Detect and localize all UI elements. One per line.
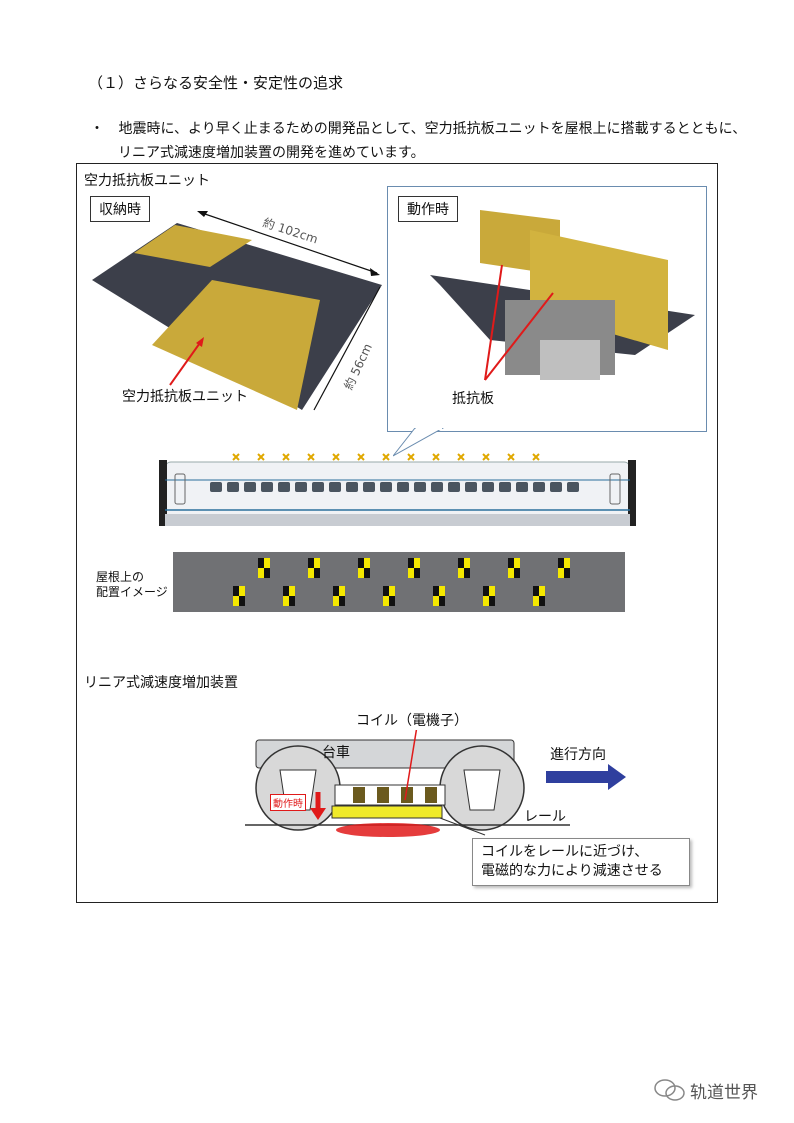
- stowed-plate-bottom: [152, 280, 320, 410]
- unit-pointer-arrow-head: [196, 337, 204, 347]
- unit-pointer-arrow: [169, 339, 203, 386]
- train-skirt: [165, 514, 630, 526]
- active-unit-illustration: [430, 210, 695, 381]
- roof-layout-label-line2: 配置イメージ: [96, 585, 168, 599]
- direction-arrow-icon: [546, 764, 626, 790]
- plate-pointer-arrow-2: [484, 292, 554, 381]
- active-down-arrow-head: [310, 808, 326, 820]
- section-heading: （１）さらなる安全性・安定性の追求: [88, 74, 344, 92]
- roof-layout-image: [173, 552, 625, 612]
- train-end-right: [628, 460, 636, 526]
- train-side-view: [159, 453, 636, 526]
- width-dimension-line: [313, 286, 381, 411]
- coil-label: コイル（電機子）: [356, 713, 468, 729]
- bullet-mark: ・: [90, 121, 104, 137]
- active-tag: 動作時: [270, 794, 306, 811]
- train-door-left: [174, 473, 186, 505]
- linear-decel-title: リニア式減速度増加装置: [84, 675, 238, 691]
- callout-tail: [393, 428, 445, 457]
- direction-label: 進行方向: [550, 747, 606, 763]
- note-line2: 電磁的な力により減速させる: [481, 863, 663, 879]
- coil-windings: [353, 787, 437, 803]
- bogie-label: 台車: [322, 745, 350, 761]
- train-windows: [210, 482, 579, 492]
- bullet-line1-text: 地震時に、より早く止まるための開発品として、空力抵抗板ユニットを屋根上に搭載する…: [118, 121, 747, 137]
- roof-plate-markers: [232, 453, 540, 461]
- braking-glow: [336, 823, 440, 837]
- linear-coil-plate: [331, 805, 443, 819]
- wechat-icon: [654, 1079, 685, 1101]
- note-pointer-line: [439, 817, 486, 836]
- note-line1: コイルをレールに近づけ、: [481, 844, 649, 860]
- aero-plate-title: 空力抵抗板ユニット: [84, 173, 210, 189]
- active-label: 動作時: [398, 196, 458, 222]
- rail-label: レール: [524, 809, 566, 825]
- figure-frame: [76, 163, 718, 903]
- active-mechanism-detail: [540, 340, 600, 380]
- plate-label: 抵抗板: [452, 391, 494, 407]
- stowed-label: 収納時: [90, 196, 150, 222]
- bullet-text-line1: ・ 地震時に、より早く止まるための開発品として、空力抵抗板ユニットを屋根上に搭載…: [90, 118, 746, 138]
- length-arrow-head-left: [197, 211, 208, 217]
- note-callout: コイルをレールに近づけ、 電磁的な力により減速させる: [472, 838, 690, 886]
- plate-pointer-arrow-1: [484, 264, 503, 381]
- coil-pointer-line: [404, 730, 418, 801]
- length-arrow-head-right: [370, 268, 380, 276]
- train-end-left: [159, 460, 167, 526]
- length-dimension-line: [201, 212, 378, 274]
- stowed-plate-top: [134, 225, 252, 267]
- roof-layout-label-line1: 屋根上の: [96, 570, 145, 584]
- watermark-text: 轨道世界: [690, 1083, 758, 1103]
- axle-box-right: [463, 769, 501, 811]
- train-door-right: [609, 473, 621, 505]
- unit-label: 空力抵抗板ユニット: [122, 389, 248, 405]
- stowed-unit-illustration: [92, 211, 382, 411]
- roof-layout-label: 屋根上の 配置イメージ: [96, 570, 168, 600]
- roof-layout-background: [173, 552, 625, 612]
- roof-layout-markers: [233, 558, 570, 606]
- bullet-text-line2: リニア式減速度増加装置の開発を進めています。: [118, 145, 425, 161]
